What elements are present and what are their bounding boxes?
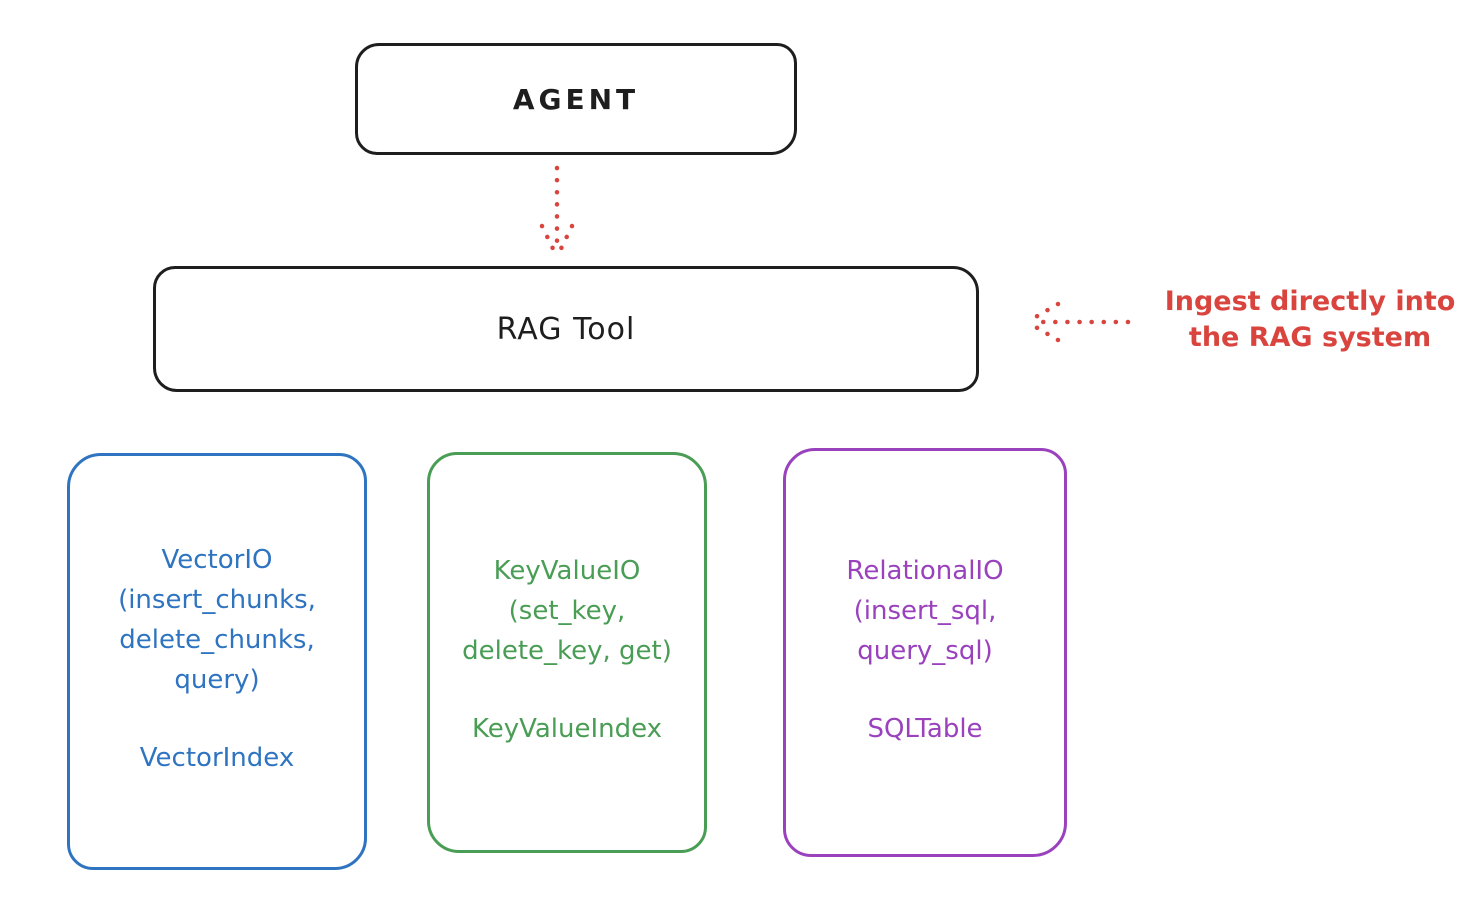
relational-io-line: (insert_sql, <box>853 596 997 626</box>
vector-io-line: delete_chunks, <box>119 625 315 655</box>
sql-table-label: SQLTable <box>867 714 983 744</box>
ingest-arrow-head <box>1024 301 1061 343</box>
relational-io-line: query_sql) <box>857 636 993 666</box>
relational-io-line: RelationalIO <box>846 556 1004 586</box>
agent-node: AGENT <box>355 43 797 155</box>
relational-io-node: RelationalIO (insert_sql, query_sql) SQL… <box>783 448 1067 857</box>
agent-node-label: AGENT <box>512 82 640 116</box>
vector-index-label: VectorIndex <box>139 743 295 773</box>
vector-io-node: VectorIO (insert_chunks, delete_chunks, … <box>67 453 367 870</box>
vector-io-line: (insert_chunks, <box>118 585 316 615</box>
rag-tool-node-label: RAG Tool <box>496 311 636 347</box>
keyvalue-io-line: (set_key, <box>508 596 626 626</box>
keyvalue-io-line: delete_key, get) <box>462 636 672 666</box>
keyvalue-io-node: KeyValueIO (set_key, delete_key, get) Ke… <box>427 452 707 853</box>
ingest-annotation-line1: Ingest directly into <box>1164 286 1456 317</box>
ingest-annotation: Ingest directly into the RAG system <box>1140 284 1480 356</box>
vector-io-line: query) <box>174 665 260 695</box>
ingest-annotation-line2: the RAG system <box>1188 322 1432 353</box>
vector-io-line: VectorIO <box>161 545 273 575</box>
keyvalue-io-line: KeyValueIO <box>493 556 641 586</box>
agent-to-ragtool-arrow-head <box>539 223 575 260</box>
keyvalue-index-label: KeyValueIndex <box>471 714 663 744</box>
rag-tool-node: RAG Tool <box>153 266 979 392</box>
